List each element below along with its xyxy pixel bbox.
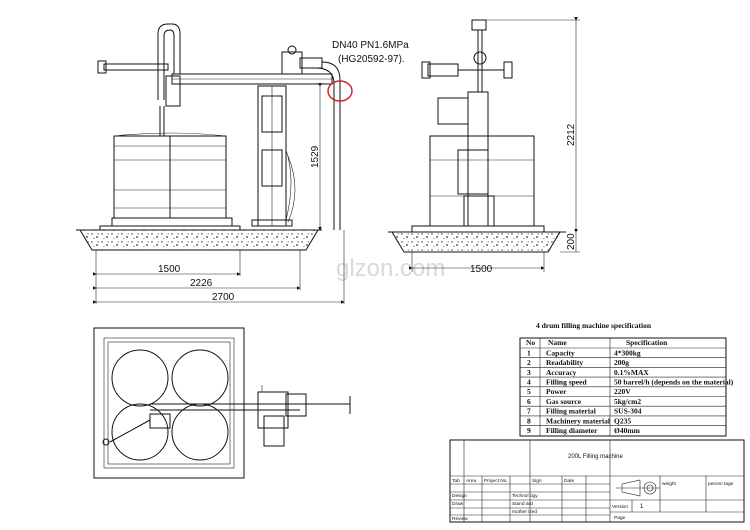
spec-table-title: 4 drum filling machine specification — [536, 321, 652, 330]
spec-row-spec: SUS-304 — [614, 407, 642, 416]
front-drums — [113, 132, 227, 219]
spec-row-spec: 220V — [614, 387, 631, 396]
tb-draw: Draw — [452, 501, 464, 507]
spec-row-no: 6 — [527, 397, 531, 406]
spec-row-name: Capacity — [546, 348, 575, 357]
tb-scale-label: Version — [612, 504, 628, 510]
spec-row-name: Filling material — [546, 407, 596, 416]
tb-project-no: Project No. — [484, 478, 508, 484]
dim-1500-front: 1500 — [158, 264, 181, 275]
title-block-drawing-title: 200L Filling machine — [568, 454, 623, 460]
spec-header-name: Name — [548, 338, 567, 347]
side-dimensions: 2212 200 1500 — [409, 17, 580, 275]
spec-row-no: 5 — [527, 387, 531, 396]
spec-row-name: Filling speed — [546, 378, 587, 387]
spec-row-spec: Ø40mm — [614, 426, 641, 435]
spec-row-no: 8 — [527, 416, 531, 425]
spec-row-spec: Q235 — [614, 416, 631, 425]
tb-percent: percen tage — [708, 481, 734, 487]
spec-row-spec: 0.1%MAX — [614, 368, 649, 377]
dim-2700: 2700 — [212, 292, 235, 303]
dim-2226: 2226 — [190, 278, 213, 289]
tb-design: Design — [452, 493, 467, 499]
spec-row-no: 2 — [527, 358, 531, 367]
projection-symbol-icon — [616, 479, 660, 497]
spec-row-spec: 5kg/cm2 — [614, 397, 641, 406]
spec-row-name: Accuracy — [546, 368, 577, 377]
dim-200: 200 — [566, 233, 577, 250]
tb-technol: Technol ogy — [512, 493, 538, 499]
tb-page: Page — [614, 515, 626, 521]
tb-area: Area — [466, 478, 476, 484]
spec-header-spec: Specification — [626, 338, 668, 347]
spec-header-no: No — [526, 338, 535, 347]
spec-table: 4 drum filling machine specification No … — [519, 321, 734, 437]
front-foundation — [79, 229, 319, 251]
spec-row-no: 9 — [527, 426, 531, 435]
dim-2212: 2212 — [566, 123, 577, 146]
spec-row-no: 1 — [527, 348, 531, 357]
dim-1500-side: 1500 — [470, 264, 493, 275]
spec-row-name: Readability — [546, 358, 583, 367]
tb-stand: Stand ard — [512, 501, 533, 507]
tb-review: Review — [452, 516, 468, 522]
side-foundation — [391, 231, 561, 253]
spec-row-name: Machinery material — [546, 416, 610, 425]
side-view: 2212 200 1500 — [388, 17, 580, 275]
front-filling-head — [97, 23, 181, 136]
tb-date: Date — [564, 478, 574, 484]
spec-row-no: 3 — [527, 368, 531, 377]
pipe-spec-line2: (HG20592-97). — [338, 54, 405, 65]
tb-sign: Sign — [532, 478, 542, 484]
front-column — [251, 85, 296, 227]
spec-row-no: 4 — [527, 378, 531, 387]
title-block: 200L Filling machine Tab Area Project No… — [449, 439, 745, 523]
front-dimensions: 1529 1500 2226 2700 — [93, 83, 345, 304]
spec-row-name: Power — [546, 387, 567, 396]
front-arm — [171, 45, 333, 85]
spec-row-spec: 50 barrel/h (depends on the material) — [614, 378, 734, 387]
pipe-connection-marker — [327, 80, 353, 102]
plan-drums — [111, 349, 229, 461]
spec-row-name: Filling diameter — [546, 426, 598, 435]
spec-row-no: 7 — [527, 407, 531, 416]
spec-row-spec: 200g — [614, 358, 629, 367]
tb-mother: mother ized — [512, 509, 537, 515]
tb-weight: weight — [662, 481, 677, 487]
dim-1529: 1529 — [310, 145, 321, 168]
front-view: DN40 PN1.6MPa (HG20592-97). 1529 1500 22… — [76, 23, 409, 304]
pipe-spec-line1: DN40 PN1.6MPa — [332, 40, 409, 51]
tb-tab: Tab — [452, 478, 460, 484]
spec-row-name: Gas source — [546, 397, 582, 406]
spec-row-spec: 4*300kg — [614, 348, 641, 357]
watermark: glzon.com — [336, 255, 445, 282]
plan-view — [93, 327, 351, 479]
tb-scale-value: 1 — [640, 504, 644, 510]
